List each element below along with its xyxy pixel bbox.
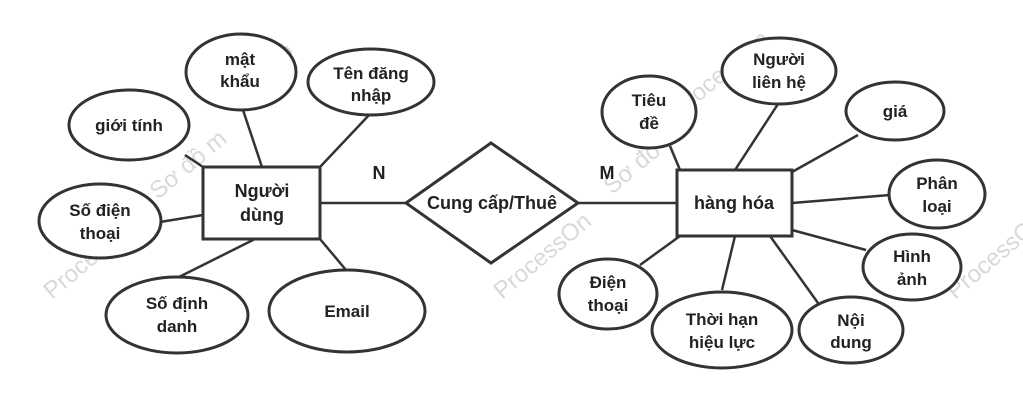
relationship-diamond: [403, 141, 581, 265]
entity-hang-hoa[interactable]: hàng hóa: [675, 168, 794, 238]
attribute-label-line2: danh: [157, 317, 198, 336]
attribute-label-line1: Phân: [916, 174, 958, 193]
attribute-ellipse: [104, 275, 250, 355]
attribute-label-line2: dung: [830, 333, 872, 352]
entity-box: [201, 165, 322, 241]
connector-phan-loai: [791, 193, 891, 205]
connector-email: [319, 238, 347, 271]
attribute-label-line1: Tiêu: [632, 91, 667, 110]
entity-label-line2: dùng: [240, 205, 284, 225]
attribute-dien-thoai[interactable]: Điện thoại: [557, 257, 659, 331]
attribute-noi-dung[interactable]: Nội dung: [797, 295, 905, 365]
attribute-label-line2: loại: [922, 197, 951, 216]
connector-tieu-de: [668, 145, 682, 171]
attribute-ten-dang-nhap[interactable]: Tên đăng nhập: [306, 47, 436, 117]
entity-label-line1: Người: [235, 181, 290, 201]
connector-noi-dung: [768, 235, 820, 304]
attribute-mat-khau[interactable]: mật khẩu: [184, 32, 298, 112]
connector-hinh-anh: [791, 228, 867, 252]
connector-mat-khau: [241, 109, 264, 168]
connector-lines: [159, 103, 891, 304]
attribute-label-line1: Số điện: [69, 201, 130, 220]
attribute-ellipse: [306, 47, 436, 117]
attribute-label-line1: Hình: [893, 247, 931, 266]
entity-box: [675, 168, 794, 238]
attribute-gioi-tinh[interactable]: giới tính: [67, 88, 191, 162]
attribute-ellipse: [600, 74, 698, 150]
attribute-ellipse: [557, 257, 659, 331]
connector-gioi-tinh: [184, 153, 204, 169]
attribute-label-line1: Nội: [837, 311, 864, 330]
cardinality-right: M: [600, 163, 615, 183]
attribute-ellipse: [37, 182, 163, 260]
attribute-ellipse: [797, 295, 905, 365]
cardinality-left: N: [373, 163, 386, 183]
attribute-label: giới tính: [95, 116, 163, 135]
attribute-ellipse: [861, 232, 963, 302]
attribute-label-line2: đề: [639, 114, 659, 133]
connector-nguoi-lien-he: [733, 103, 780, 171]
attribute-thoi-han-hieu-luc[interactable]: Thời hạn hiệu lực: [650, 290, 794, 370]
attribute-label-line1: mật: [225, 50, 256, 69]
attribute-label-line2: thoại: [588, 296, 629, 315]
attribute-label-line1: Người: [753, 50, 805, 69]
attribute-label-line2: nhập: [351, 86, 392, 105]
attribute-label-line1: Thời hạn: [686, 310, 759, 329]
attribute-label-line1: Điện: [590, 273, 627, 292]
connector-dien-thoai: [639, 234, 681, 267]
attribute-tieu-de[interactable]: Tiêu đề: [600, 74, 698, 150]
attribute-ellipse: [267, 268, 427, 354]
attribute-label-line1: Tên đăng: [333, 64, 409, 83]
attribute-label-line2: liên hệ: [752, 73, 806, 92]
attribute-label-line2: hiệu lực: [689, 333, 755, 352]
attribute-ellipse: [720, 36, 838, 106]
connector-so-dinh-danh: [176, 237, 256, 280]
attribute-label: Email: [324, 302, 369, 321]
entity-nguoi-dung[interactable]: Người dùng: [201, 165, 322, 241]
connector-ten-dang-nhap: [319, 113, 371, 168]
connector-so-dien-thoai: [159, 213, 204, 224]
relationship-cung-cap-thue[interactable]: Cung cấp/Thuê: [403, 141, 581, 265]
attribute-so-dien-thoai[interactable]: Số điện thoại: [37, 182, 163, 260]
attribute-nguoi-lien-he[interactable]: Người liên hệ: [720, 36, 838, 106]
attribute-hinh-anh[interactable]: Hình ảnh: [861, 232, 963, 302]
relationship-label: Cung cấp/Thuê: [427, 193, 557, 213]
attribute-ellipse: [844, 80, 946, 142]
attribute-label-line2: thoại: [80, 224, 121, 243]
connector-thoi-han-hieu-luc: [720, 235, 737, 291]
attribute-ellipse: [67, 88, 191, 162]
attribute-phan-loai[interactable]: Phân loại: [887, 158, 987, 230]
attribute-label-line2: ảnh: [897, 270, 927, 289]
attribute-ellipse: [650, 290, 794, 370]
connector-gia: [791, 133, 859, 174]
attribute-label-line1: Số định: [146, 294, 208, 313]
attribute-label-line2: khẩu: [220, 72, 260, 91]
attribute-label: giá: [883, 102, 908, 121]
attribute-gia[interactable]: giá: [844, 80, 946, 142]
attribute-so-dinh-danh[interactable]: Số định danh: [104, 275, 250, 355]
attribute-ellipse: [887, 158, 987, 230]
entity-label: hàng hóa: [694, 193, 775, 213]
attribute-email[interactable]: Email: [267, 268, 427, 354]
attribute-ellipse: [184, 32, 298, 112]
